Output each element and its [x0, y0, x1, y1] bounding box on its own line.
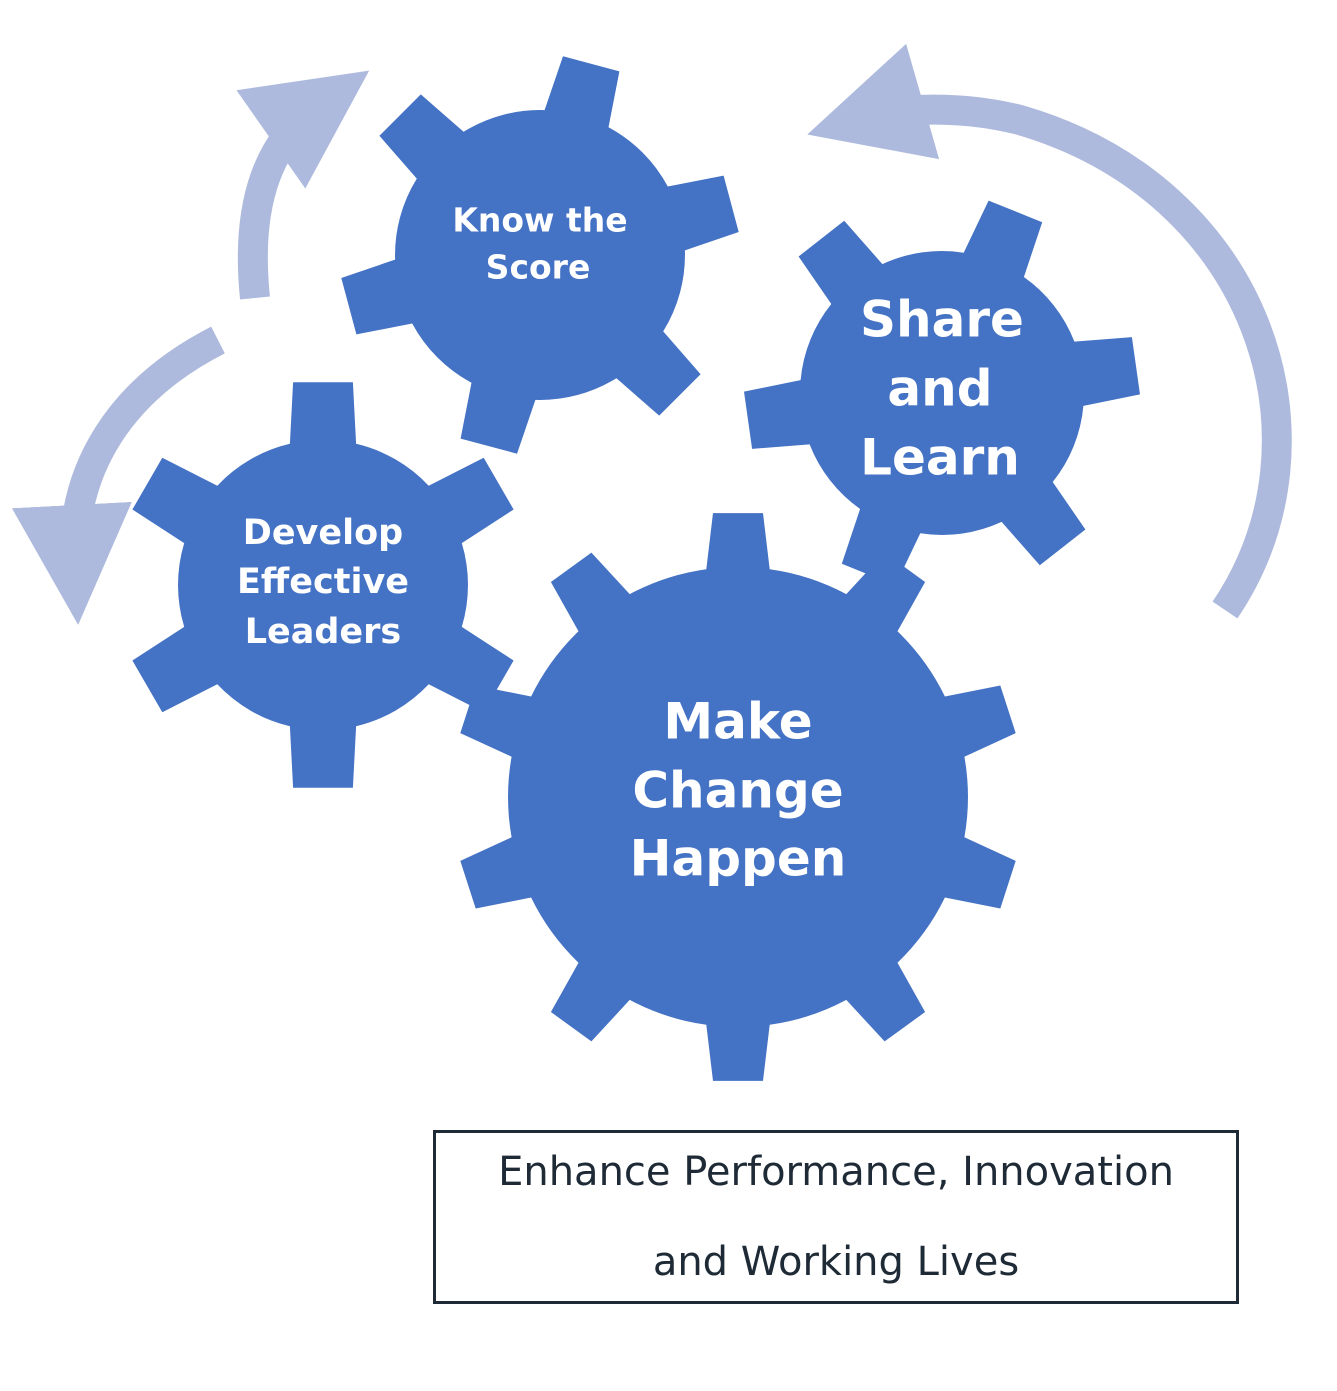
outcome-line-1: Enhance Performance, Innovation — [498, 1149, 1174, 1195]
make-change-happen-line-1: Make — [663, 693, 812, 751]
make-change-happen-line-3: Happen — [630, 830, 847, 888]
develop-effective-leaders-line-2: Effective — [237, 562, 409, 602]
develop-effective-leaders-line-3: Leaders — [245, 612, 402, 652]
know-the-score-line-2: Score — [486, 248, 591, 287]
share-and-learn-line-1: Share — [860, 291, 1024, 349]
gear-know-the-score — [341, 56, 739, 454]
outcome-box: Enhance Performance, Innovation and Work… — [433, 1130, 1239, 1304]
outcome-line-2: and Working Lives — [652, 1239, 1020, 1285]
share-and-learn-line-2: and — [887, 360, 992, 418]
gear-develop-effective-leaders — [132, 382, 514, 788]
gear-make-change-happen — [460, 513, 1016, 1081]
develop-effective-leaders-line-1: Develop — [243, 513, 403, 553]
arrow-leaders-to-score — [236, 70, 370, 300]
arrow-score-to-leaders — [11, 326, 225, 625]
know-the-score-line-1: Know the — [452, 201, 627, 240]
arrow-change-to-share — [807, 43, 1292, 619]
gear-share-and-learn — [744, 200, 1140, 586]
share-and-learn-line-3: Learn — [860, 429, 1020, 487]
make-change-happen-line-2: Change — [632, 762, 843, 820]
